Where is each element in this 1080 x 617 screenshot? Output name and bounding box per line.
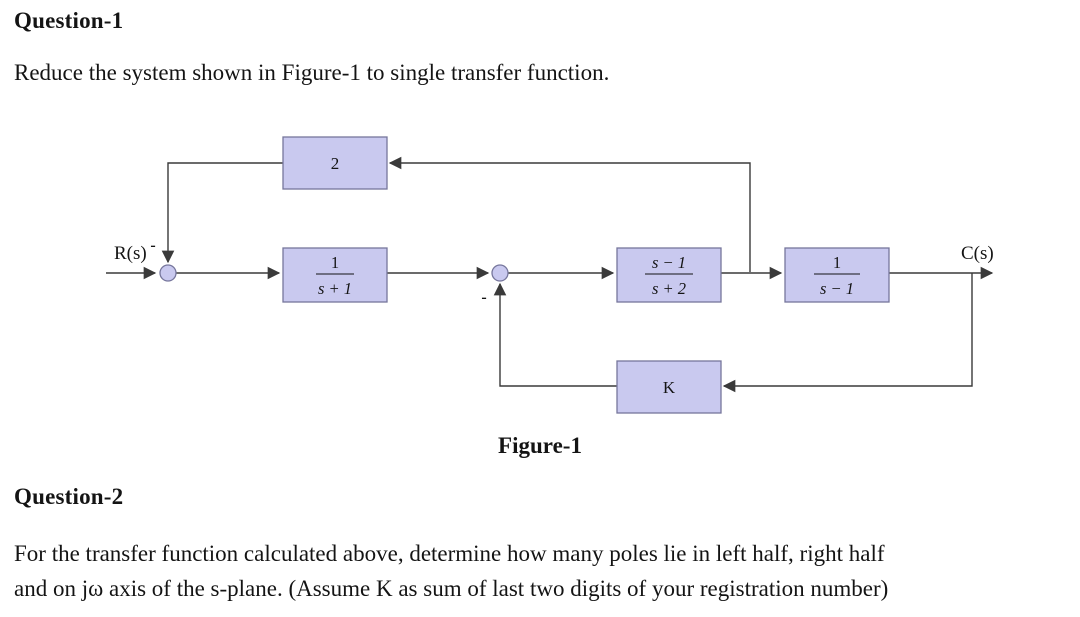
wire-top-feedback-pickoff <box>388 156 751 272</box>
question-2-text-line2: and on jω axis of the s-plane. (Assume K… <box>14 576 889 601</box>
block-transfer-1-over-s-minus-1 <box>784 247 890 303</box>
block1-numerator: 1 <box>331 253 339 272</box>
wire-top-feedback-return <box>161 162 283 264</box>
question-2-heading: Question-2 <box>14 484 124 509</box>
block-transfer-1-over-s-plus-1 <box>282 247 388 303</box>
block1-denominator: s + 1 <box>318 279 352 298</box>
summing-junction-1 <box>159 264 177 282</box>
block3-numerator: 1 <box>833 253 841 272</box>
summing-junction-2 <box>491 264 509 282</box>
block-transfer-s-minus-1-over-s-plus-2 <box>616 247 722 303</box>
block2-numerator: s − 1 <box>652 253 686 272</box>
block-feedback-gain-2 <box>282 136 388 190</box>
gain-k-label: K <box>663 378 676 397</box>
question-2-text: For the transfer function calculated abo… <box>14 536 888 606</box>
output-signal-label: C(s) <box>961 243 994 264</box>
wire-bottom-feedback-pickoff <box>722 273 973 393</box>
question-2-text-line1: For the transfer function calculated abo… <box>14 541 885 566</box>
block2-denominator: s + 2 <box>652 279 686 298</box>
junction2-minus-sign: - <box>481 289 486 306</box>
wire-bottom-feedback-return <box>493 282 617 387</box>
block-feedback-gain-k <box>616 360 722 414</box>
junction1-minus-sign: - <box>150 237 155 254</box>
question-1-heading: Question-1 <box>14 8 124 33</box>
question-1-text: Reduce the system shown in Figure-1 to s… <box>14 60 610 85</box>
block3-denominator: s − 1 <box>820 279 854 298</box>
figure-caption: Figure-1 <box>498 433 582 458</box>
input-signal-label: R(s) <box>114 243 147 264</box>
gain-2-label: 2 <box>331 154 340 173</box>
